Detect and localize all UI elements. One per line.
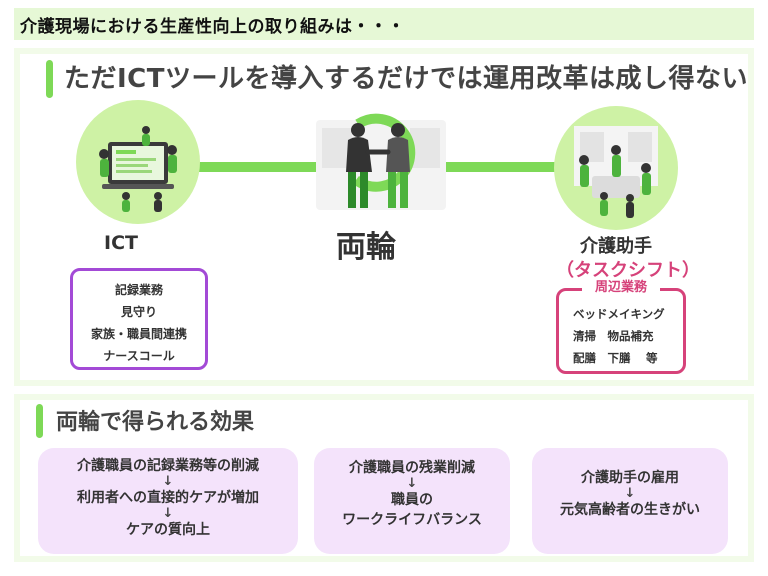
section1-title: ただICTツールを導入するだけでは運用改革は成し得ない	[64, 64, 748, 94]
section-marker	[46, 60, 53, 98]
ict-task-item: 家族・職員間連携	[90, 327, 187, 341]
effect-line: ケアの質向上	[126, 522, 210, 538]
ict-task-item: 記録業務	[114, 283, 163, 297]
header-title: 介護現場における生産性向上の取り組みは・・・	[20, 16, 405, 37]
peripheral-task-item: 配膳 下膳 等	[573, 351, 658, 365]
down-arrow-icon: ↓	[406, 476, 418, 491]
effect-card-aide-employment: 介護助手の雇用 ↓ 元気高齢者の生きがい	[532, 448, 728, 554]
effect-line: ワークライフバランス	[342, 512, 482, 528]
effect-line: 職員の	[391, 492, 433, 508]
task-shift-label: （タスクシフト）	[556, 260, 700, 281]
down-arrow-icon: ↓	[162, 506, 174, 521]
down-arrow-icon: ↓	[162, 474, 174, 489]
ict-task-item: 見守り	[120, 305, 157, 319]
ict-tasks-box: 記録業務 見守り 家族・職員間連携 ナースコール	[70, 268, 208, 370]
peripheral-tasks-title: 周辺業務	[582, 278, 660, 298]
down-arrow-icon: ↓	[624, 486, 636, 501]
peripheral-task-item: ベッドメイキング	[573, 307, 665, 321]
effect-line: 元気高齢者の生きがい	[560, 502, 700, 518]
effect-line: 介護助手の雇用	[581, 470, 679, 486]
care-aide-label: 介護助手	[580, 236, 652, 257]
ict-task-item: ナースコール	[103, 349, 175, 363]
effect-line: 利用者への直接的ケアが増加	[77, 490, 259, 506]
header-bar: 介護現場における生産性向上の取り組みは・・・	[14, 8, 754, 40]
peripheral-tasks-box: ベッドメイキング 清掃 物品補充 配膳 下膳 等	[556, 288, 686, 374]
effect-card-overtime-reduction: 介護職員の残業削減 ↓ 職員の ワークライフバランス	[314, 448, 510, 554]
section-marker	[36, 404, 43, 438]
effect-line: 介護職員の記録業務等の削減	[77, 458, 259, 474]
ict-label: ICT	[104, 232, 138, 254]
effect-line: 介護職員の残業削減	[349, 460, 475, 476]
peripheral-task-item: 清掃 物品補充	[573, 329, 654, 343]
handshake-illustration-icon	[312, 100, 450, 215]
section2-title: 両輪で得られる効果	[56, 410, 255, 435]
care-aide-illustration-icon	[554, 106, 678, 230]
two-wheels-label: 両輪	[336, 230, 396, 265]
effect-card-record-reduction: 介護職員の記録業務等の削減 ↓ 利用者への直接的ケアが増加 ↓ ケアの質向上	[38, 448, 298, 554]
ict-illustration-icon	[76, 100, 200, 224]
